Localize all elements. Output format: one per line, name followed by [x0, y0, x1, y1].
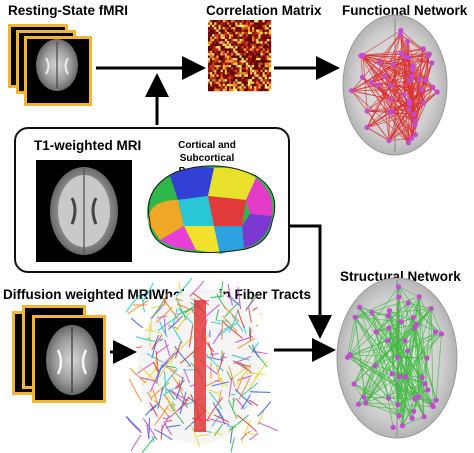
arrows — [96, 56, 340, 364]
correlation-matrix-icon — [208, 20, 272, 92]
fmri-brain-icon — [36, 39, 78, 91]
t1-mri-label: T1-weighted MRI — [34, 138, 142, 153]
diffusion-mri-label: Diffusion weighted MRI — [3, 287, 153, 302]
parcellated-brain-icon — [147, 165, 276, 254]
correlation-matrix-label: Correlation Matrix — [206, 3, 322, 18]
resting-fmri-label: Resting-State fMRI — [8, 3, 129, 18]
arrow-parcellation-to-structural — [290, 224, 332, 339]
functional-network-brain-icon — [342, 14, 448, 156]
fiber-tracts-icon — [125, 277, 279, 453]
functional-network-label: Functional Network — [342, 3, 468, 18]
t1-brain-icon — [36, 160, 132, 262]
structural-network-label: Structural Network — [340, 269, 461, 284]
structural-network-brain-icon — [336, 277, 458, 439]
dwi-brain-icon — [46, 325, 98, 395]
